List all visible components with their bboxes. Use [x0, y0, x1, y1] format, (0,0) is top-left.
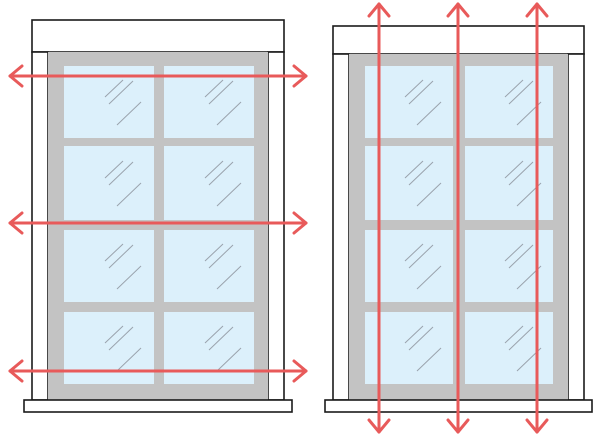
window-pane: [164, 312, 254, 384]
window-pane: [64, 312, 154, 384]
window-pane: [465, 230, 553, 302]
glass-glare-icon: [104, 79, 142, 126]
window-pane: [465, 66, 553, 138]
double-headed-vertical-arrow-icon: [525, 2, 549, 434]
glass-glare-icon: [404, 325, 442, 372]
left-window-sill: [23, 399, 293, 413]
window-pane: [164, 66, 254, 138]
window-pane: [64, 66, 154, 138]
window-pane: [465, 146, 553, 220]
height-measurement-arrows: [367, 2, 549, 434]
width-measurement-arrows: [8, 64, 308, 383]
right-window-jamb-right: [567, 53, 585, 401]
left-window-header: [31, 19, 285, 53]
glass-glare-icon: [404, 79, 442, 126]
glass-glare-icon: [204, 243, 242, 290]
window-pane: [64, 146, 154, 220]
double-headed-vertical-arrow-icon: [446, 2, 470, 434]
glass-glare-icon: [104, 243, 142, 290]
window-pane: [64, 230, 154, 302]
left-window-jamb-left: [31, 51, 49, 401]
left-window: [8, 19, 308, 413]
double-headed-horizontal-arrow-icon: [8, 64, 308, 88]
right-window: [324, 2, 593, 434]
glass-glare-icon: [104, 160, 142, 207]
glass-glare-icon: [404, 160, 442, 207]
window-pane: [164, 146, 254, 220]
glass-glare-icon: [204, 79, 242, 126]
glass-glare-icon: [204, 325, 242, 372]
glass-glare-icon: [204, 160, 242, 207]
window-pane: [465, 312, 553, 384]
glass-glare-icon: [104, 325, 142, 372]
glass-glare-icon: [404, 243, 442, 290]
double-headed-vertical-arrow-icon: [367, 2, 391, 434]
double-headed-horizontal-arrow-icon: [8, 211, 308, 235]
left-window-jamb-right: [267, 51, 285, 401]
double-headed-horizontal-arrow-icon: [8, 359, 308, 383]
right-window-jamb-left: [332, 53, 350, 401]
window-pane: [164, 230, 254, 302]
